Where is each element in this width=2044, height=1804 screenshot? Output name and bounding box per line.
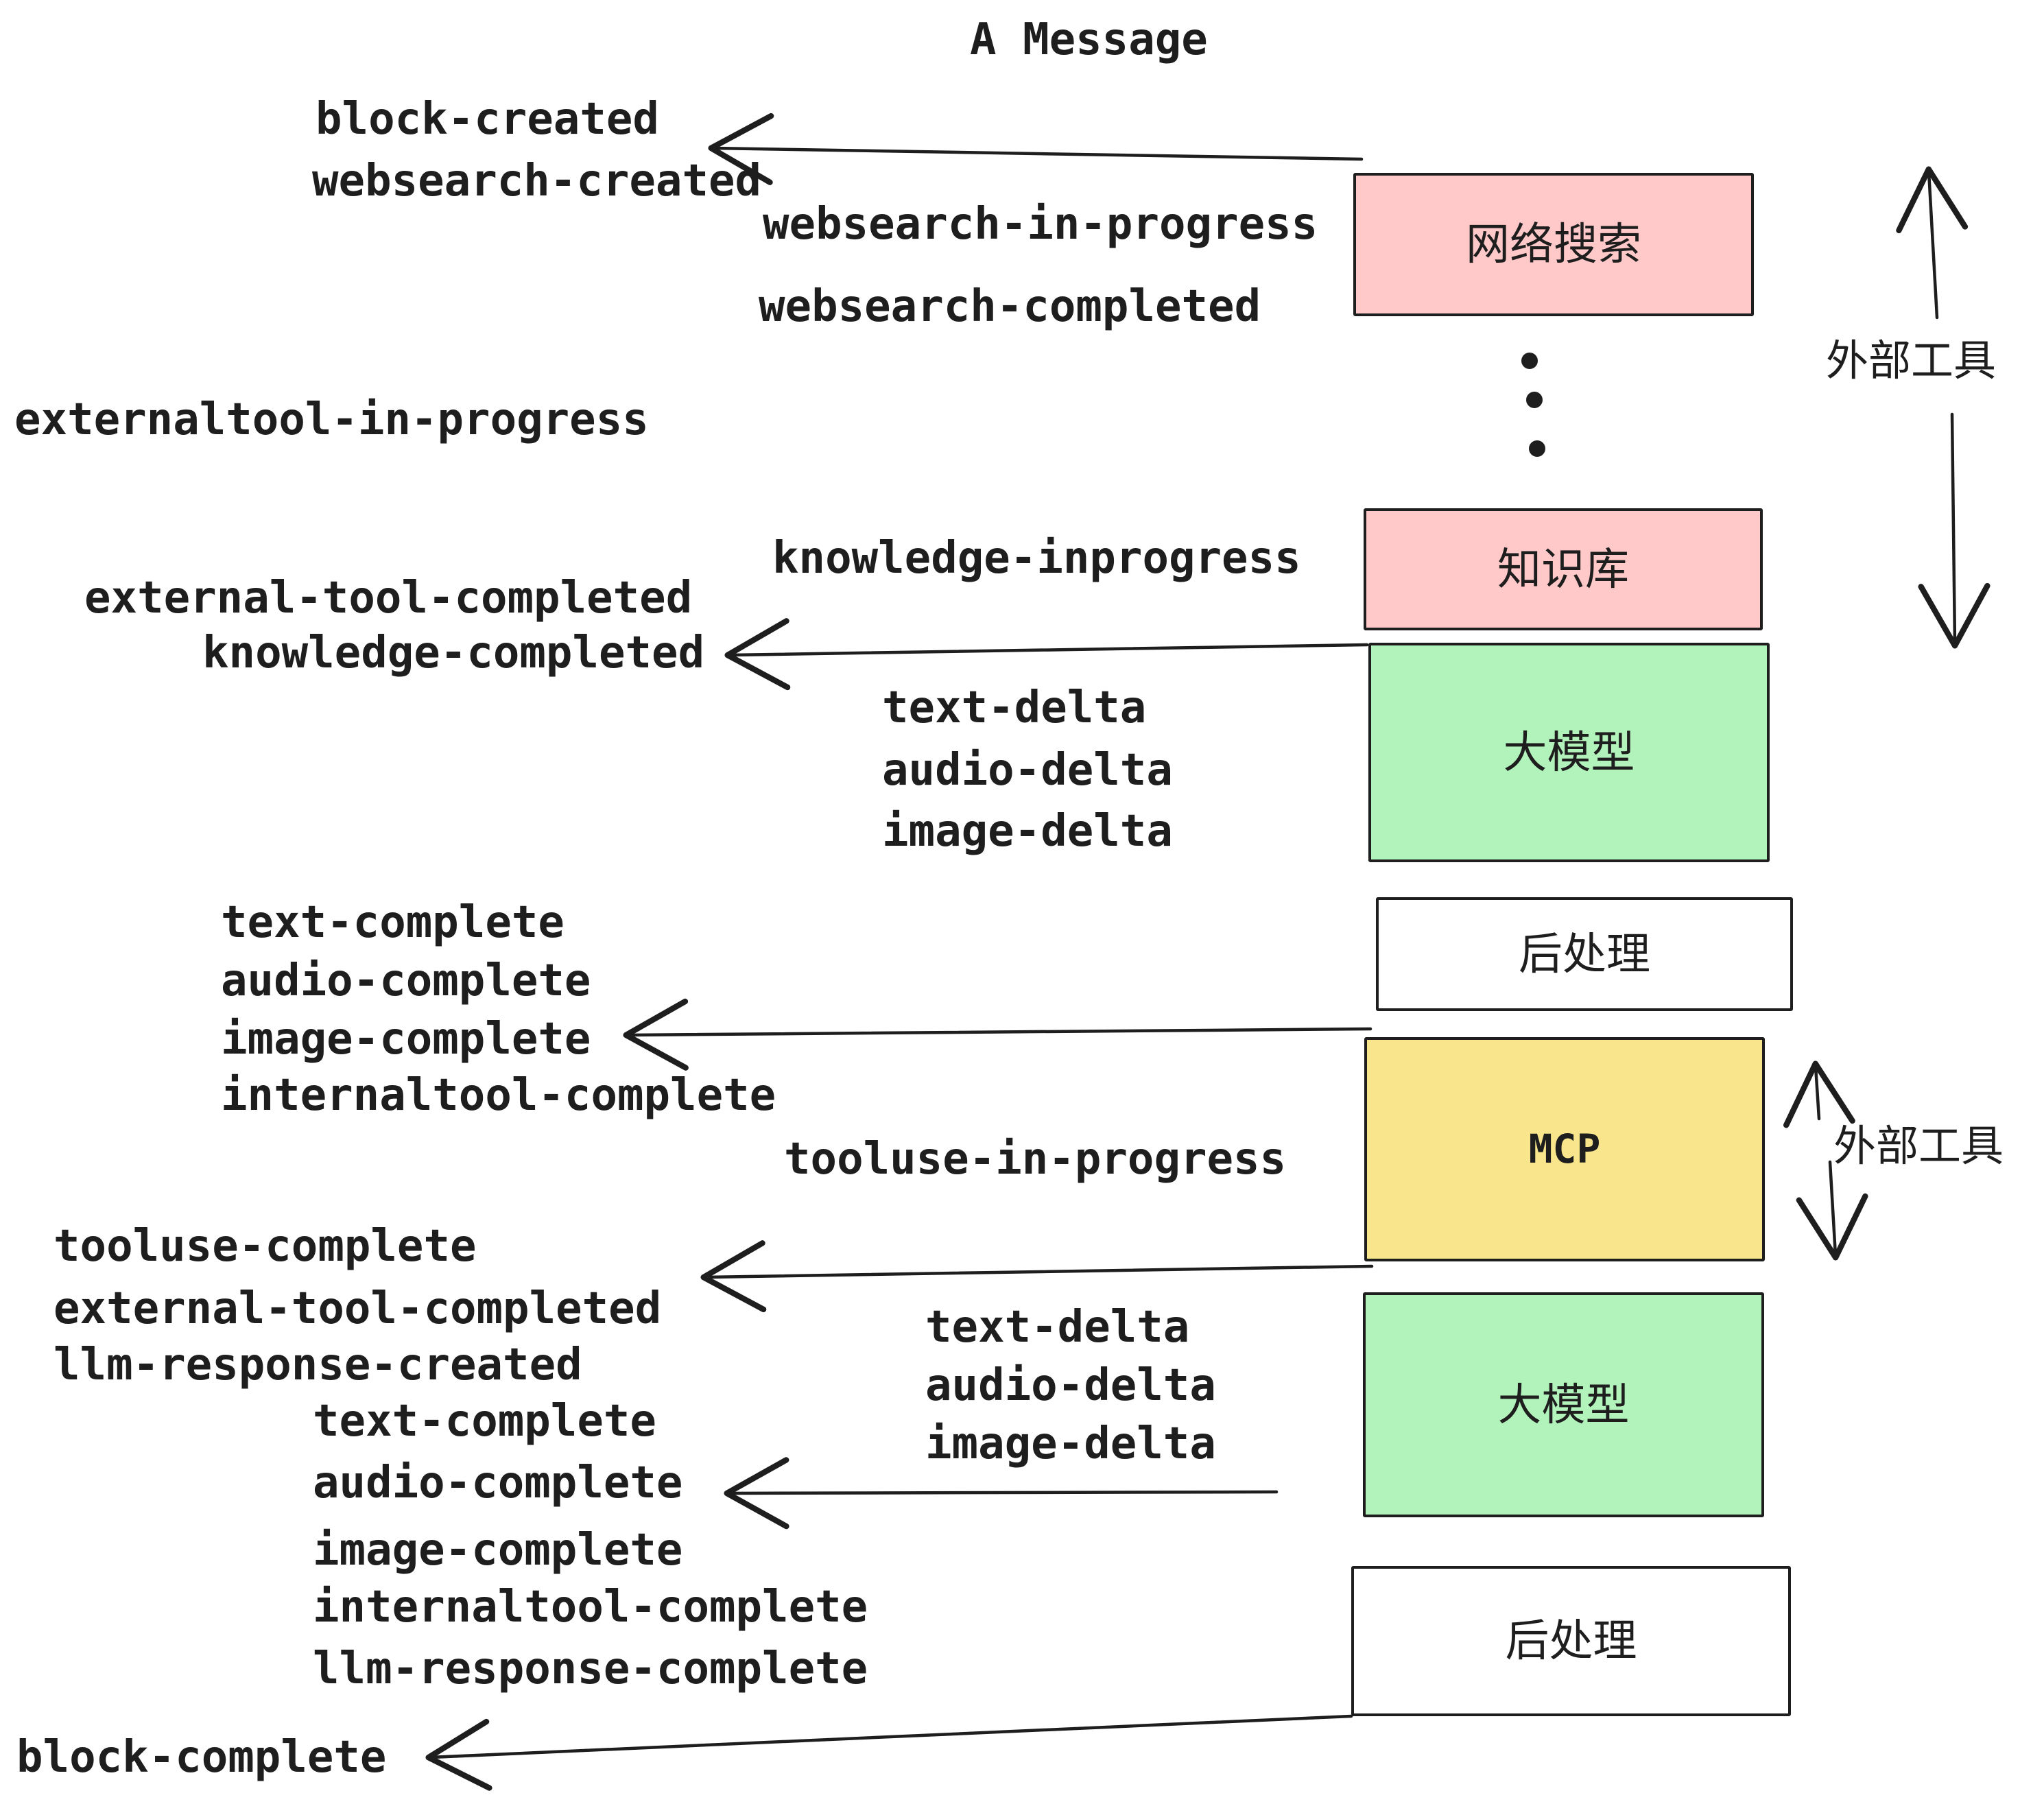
box-websearch: 网络搜索	[1353, 173, 1754, 316]
event-audio-complete-2: audio-complete	[313, 1458, 683, 1508]
box-llm-2: 大模型	[1363, 1292, 1764, 1517]
arrow-mcp-to-tooluse-complete	[700, 1240, 1374, 1313]
event-websearch-created: websearch-created	[312, 156, 762, 206]
event-knowledge-completed: knowledge-completed	[202, 628, 705, 678]
arrow-externaltool-bottom-down	[1796, 1160, 1868, 1261]
arrow-externaltool-top-down	[1918, 412, 1990, 649]
arrow-mcp-to-image-complete	[623, 998, 1372, 1071]
event-websearch-completed: websearch-completed	[759, 281, 1261, 332]
arrow-websearch-to-created	[708, 112, 1364, 185]
event-text-complete-2: text-complete	[313, 1396, 656, 1447]
event-audio-delta-2: audio-delta	[925, 1360, 1216, 1411]
box-postprocess-1-label: 后处理	[1519, 929, 1650, 979]
event-block-complete: block-complete	[16, 1732, 387, 1783]
box-mcp-label: MCP	[1528, 1125, 1601, 1172]
box-postprocess-2-label: 后处理	[1505, 1616, 1637, 1666]
event-tooluse-complete: tooluse-complete	[54, 1221, 477, 1272]
event-image-complete-1: image-complete	[221, 1014, 591, 1065]
event-image-delta-2: image-delta	[925, 1419, 1216, 1469]
box-llm-2-label: 大模型	[1497, 1379, 1630, 1429]
arrow-externaltool-top-up	[1896, 166, 1969, 320]
event-text-delta-2: text-delta	[925, 1302, 1190, 1353]
box-postprocess-1: 后处理	[1376, 897, 1793, 1011]
event-text-delta-1: text-delta	[882, 683, 1147, 733]
event-external-tool-completed-2: external-tool-completed	[54, 1283, 662, 1334]
event-external-tool-completed-1: external-tool-completed	[84, 573, 693, 624]
event-llm-response-complete: llm-response-complete	[313, 1643, 868, 1694]
box-mcp: MCP	[1364, 1037, 1765, 1261]
box-llm-1: 大模型	[1368, 643, 1770, 862]
event-block-created: block-created	[316, 94, 659, 145]
event-internaltool-complete-2: internaltool-complete	[313, 1582, 868, 1633]
box-postprocess-2: 后处理	[1351, 1566, 1791, 1716]
diagram-title: A Message	[970, 14, 1208, 65]
ellipsis-dots	[1521, 353, 1545, 457]
event-internaltool-complete-1: internaltool-complete	[221, 1070, 776, 1121]
arrow-post2-to-block-complete	[425, 1714, 1353, 1791]
event-websearch-in-progress: websearch-in-progress	[763, 199, 1318, 250]
event-image-complete-2: image-complete	[313, 1525, 683, 1576]
event-text-complete-1: text-complete	[221, 897, 565, 948]
arrow-llm1-to-knowledge-completed	[724, 618, 1369, 691]
event-image-delta-1: image-delta	[882, 806, 1173, 857]
box-knowledge-label: 知识库	[1497, 544, 1629, 594]
event-externaltool-in-progress: externaltool-in-progress	[14, 394, 649, 445]
arrow-externaltool-bottom-up	[1783, 1060, 1855, 1128]
event-tooluse-in-progress: tooluse-in-progress	[784, 1134, 1287, 1185]
event-knowledge-inprogress: knowledge-inprogress	[772, 533, 1301, 584]
arrow-llm2-to-audio-complete	[724, 1457, 1279, 1530]
event-audio-complete-1: audio-complete	[221, 956, 591, 1006]
event-audio-delta-1: audio-delta	[882, 745, 1173, 796]
external-tools-label-top: 外部工具	[1826, 337, 1997, 385]
event-llm-response-created: llm-response-created	[54, 1340, 582, 1390]
external-tools-label-bottom: 外部工具	[1833, 1123, 2004, 1170]
box-llm-1-label: 大模型	[1503, 727, 1635, 777]
box-websearch-label: 网络搜索	[1466, 219, 1641, 270]
box-knowledge: 知识库	[1364, 508, 1763, 630]
